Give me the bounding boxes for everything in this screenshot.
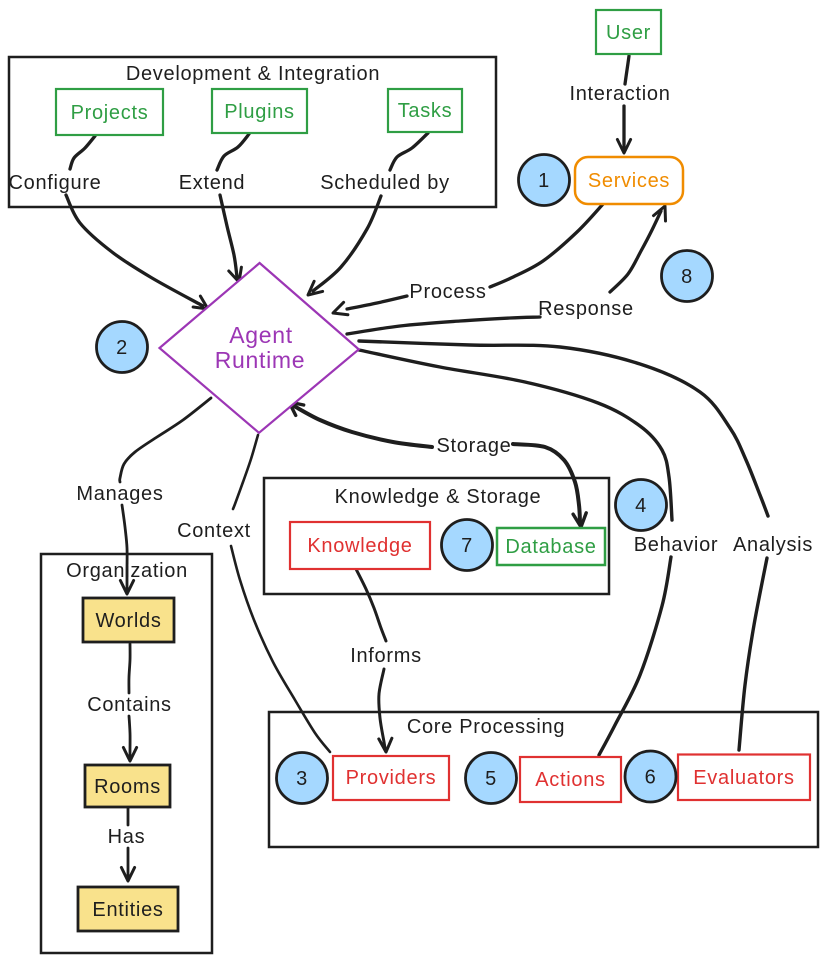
svg-text:6: 6 [645, 767, 657, 789]
svg-text:Contains: Contains [87, 694, 172, 716]
svg-text:Interaction: Interaction [569, 83, 670, 105]
svg-text:5: 5 [485, 768, 497, 790]
svg-text:8: 8 [681, 266, 693, 288]
svg-text:Response: Response [538, 298, 634, 320]
svg-text:Development & Integration: Development & Integration [126, 63, 380, 85]
svg-text:7: 7 [461, 535, 473, 557]
svg-text:Extend: Extend [179, 172, 245, 194]
svg-text:Tasks: Tasks [398, 100, 453, 122]
svg-text:Process: Process [409, 281, 486, 303]
svg-text:1: 1 [538, 170, 550, 192]
svg-text:Manages: Manages [76, 483, 163, 505]
svg-text:Worlds: Worlds [95, 610, 161, 632]
svg-text:User: User [606, 22, 651, 44]
svg-text:Entities: Entities [92, 899, 163, 921]
svg-text:Services: Services [588, 170, 670, 192]
svg-text:Rooms: Rooms [94, 776, 161, 798]
svg-text:Providers: Providers [346, 767, 437, 789]
svg-text:Analysis: Analysis [733, 534, 813, 556]
svg-text:Context: Context [177, 520, 251, 542]
svg-text:Core Processing: Core Processing [407, 716, 565, 738]
svg-text:Database: Database [505, 536, 596, 558]
svg-text:2: 2 [116, 337, 128, 359]
svg-text:Storage: Storage [437, 435, 512, 457]
svg-text:Informs: Informs [350, 645, 422, 667]
svg-text:Behavior: Behavior [634, 534, 719, 556]
svg-text:Organization: Organization [66, 560, 188, 582]
svg-text:Projects: Projects [71, 102, 149, 124]
svg-text:Scheduled by: Scheduled by [320, 172, 450, 194]
svg-text:Configure: Configure [8, 172, 101, 194]
svg-text:Runtime: Runtime [215, 347, 306, 373]
svg-text:4: 4 [635, 495, 647, 517]
svg-text:Knowledge & Storage: Knowledge & Storage [335, 486, 542, 508]
svg-text:3: 3 [296, 768, 308, 790]
svg-text:Agent: Agent [229, 322, 293, 348]
svg-text:Has: Has [108, 826, 146, 848]
svg-text:Plugins: Plugins [224, 101, 295, 123]
svg-text:Evaluators: Evaluators [693, 767, 795, 789]
svg-text:Actions: Actions [535, 769, 606, 791]
svg-text:Knowledge: Knowledge [307, 535, 412, 557]
